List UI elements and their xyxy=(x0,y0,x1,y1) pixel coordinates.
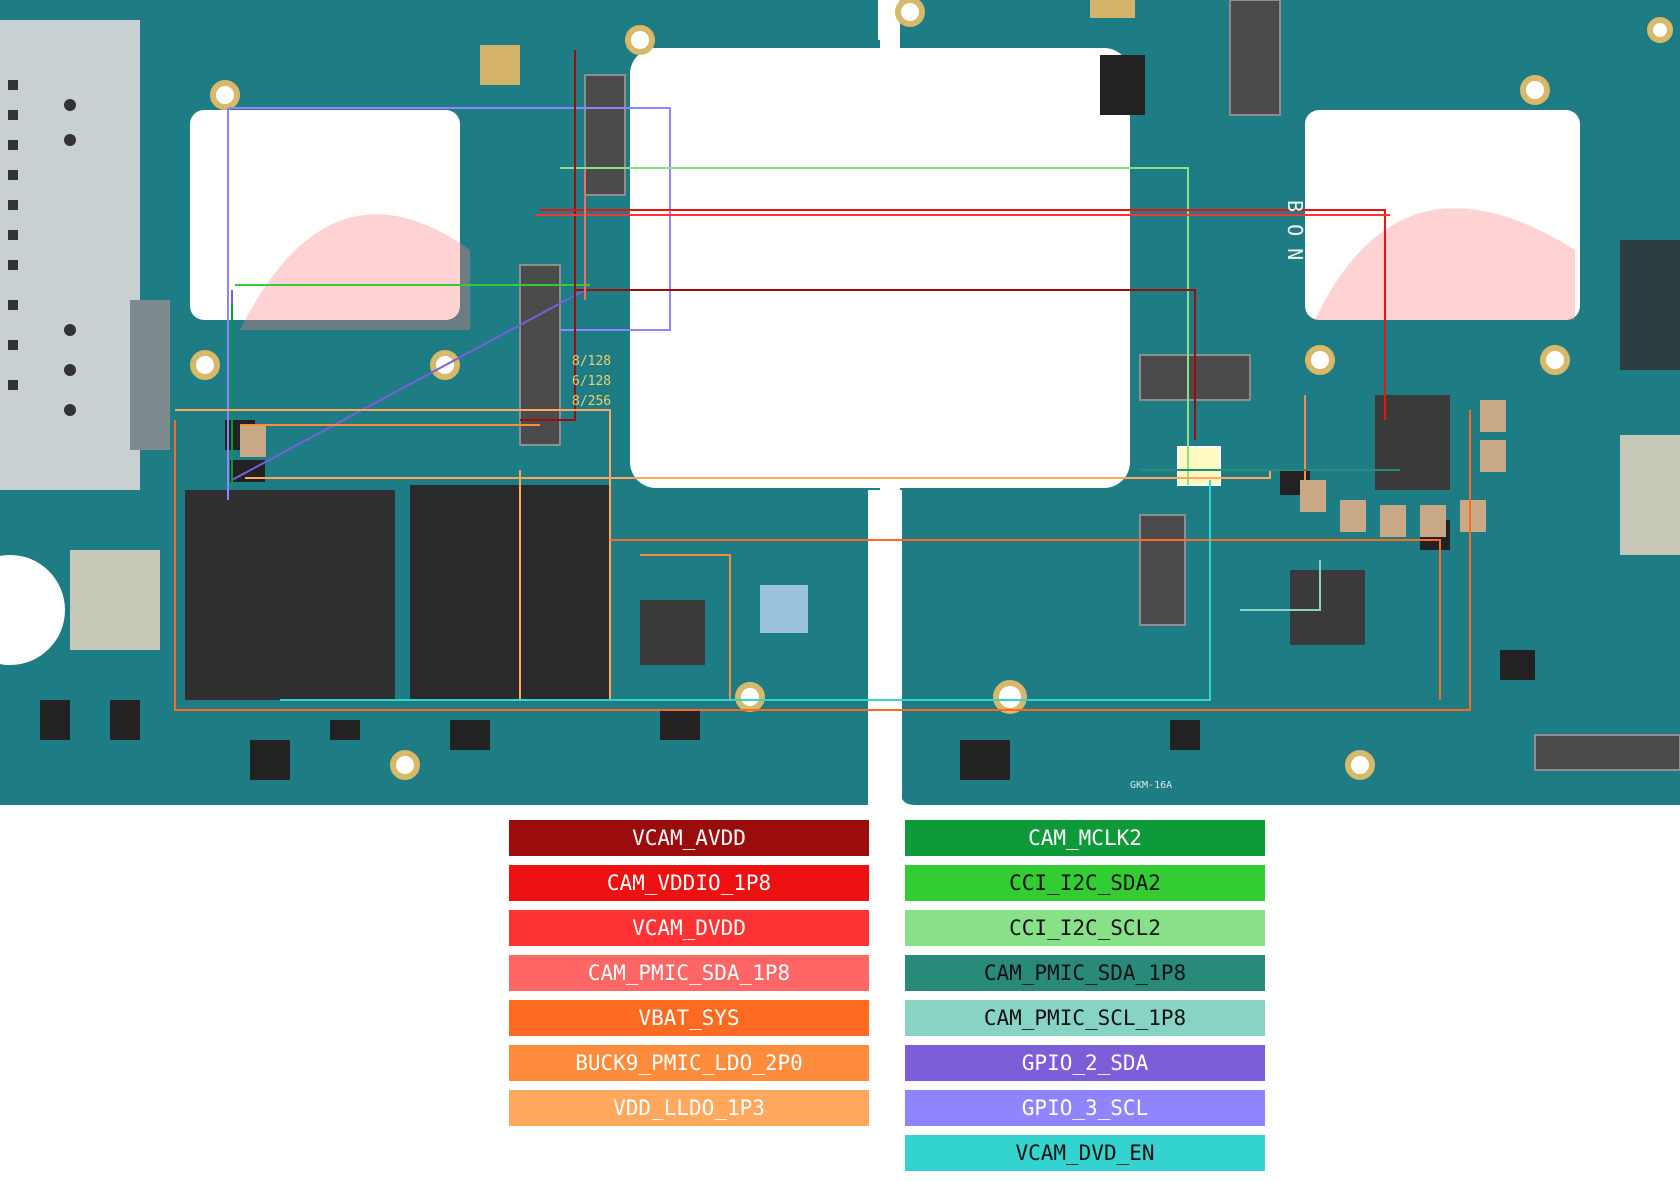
connector-3 xyxy=(1229,0,1281,116)
legend-right-item: GPIO_3_SCL xyxy=(905,1090,1265,1126)
legend-right-item: CAM_PMIC_SCL_1P8 xyxy=(905,1000,1265,1036)
legend-right-item: GPIO_2_SDA xyxy=(905,1045,1265,1081)
top-notch-center xyxy=(878,0,900,40)
connector-6 xyxy=(1534,734,1680,771)
cutout-center-top xyxy=(630,48,1130,488)
legend-right-item: CAM_PMIC_SDA_1P8 xyxy=(905,955,1265,991)
circle-cutout-left xyxy=(0,555,65,665)
connector-5 xyxy=(1139,514,1186,626)
legend-left-item: VCAM_AVDD xyxy=(509,820,869,856)
soc-chip xyxy=(185,490,395,700)
silk-label-3: 8/256 xyxy=(572,394,611,409)
legend-left-item: CAM_PMIC_SDA_1P8 xyxy=(509,955,869,991)
connector-2 xyxy=(519,264,561,446)
rf-module-left xyxy=(70,550,160,650)
silk-label-1: 8/128 xyxy=(572,354,611,369)
highlight-pad xyxy=(1177,446,1221,486)
legend-right-item: CAM_MCLK2 xyxy=(905,820,1265,856)
pcb-board-photo: 8/128 6/128 8/256 B O N GKM-16A xyxy=(0,0,1680,805)
silk-part: GKM-16A xyxy=(1130,780,1172,791)
center-gap xyxy=(868,490,902,805)
pmic-chip-lower xyxy=(1290,570,1365,645)
dark-module-right xyxy=(1620,240,1680,370)
pmic-chip-right xyxy=(1375,395,1450,490)
rf-module-right xyxy=(1620,435,1680,555)
memory-chip xyxy=(410,485,610,700)
small-chip-left xyxy=(640,600,705,665)
legend-right-item: CCI_I2C_SCL2 xyxy=(905,910,1265,946)
cutout-left-top xyxy=(190,110,460,320)
sim-tray xyxy=(0,20,140,490)
silk-label-2: 6/128 xyxy=(572,374,611,389)
legend-right-item: CCI_I2C_SDA2 xyxy=(905,865,1265,901)
legend-left-item: VDD_LLDO_1P3 xyxy=(509,1090,869,1126)
blue-chip xyxy=(760,585,808,633)
legend-left-item: VCAM_DVDD xyxy=(509,910,869,946)
legend-right-item: VCAM_DVD_EN xyxy=(905,1135,1265,1171)
legend-left-item: CAM_VDDIO_1P8 xyxy=(509,865,869,901)
silk-bon: B O N xyxy=(1283,200,1307,260)
connector-1 xyxy=(584,74,626,196)
legend-left-item: BUCK9_PMIC_LDO_2P0 xyxy=(509,1045,869,1081)
legend-left-item: VBAT_SYS xyxy=(509,1000,869,1036)
cutout-right-top xyxy=(1305,110,1580,320)
